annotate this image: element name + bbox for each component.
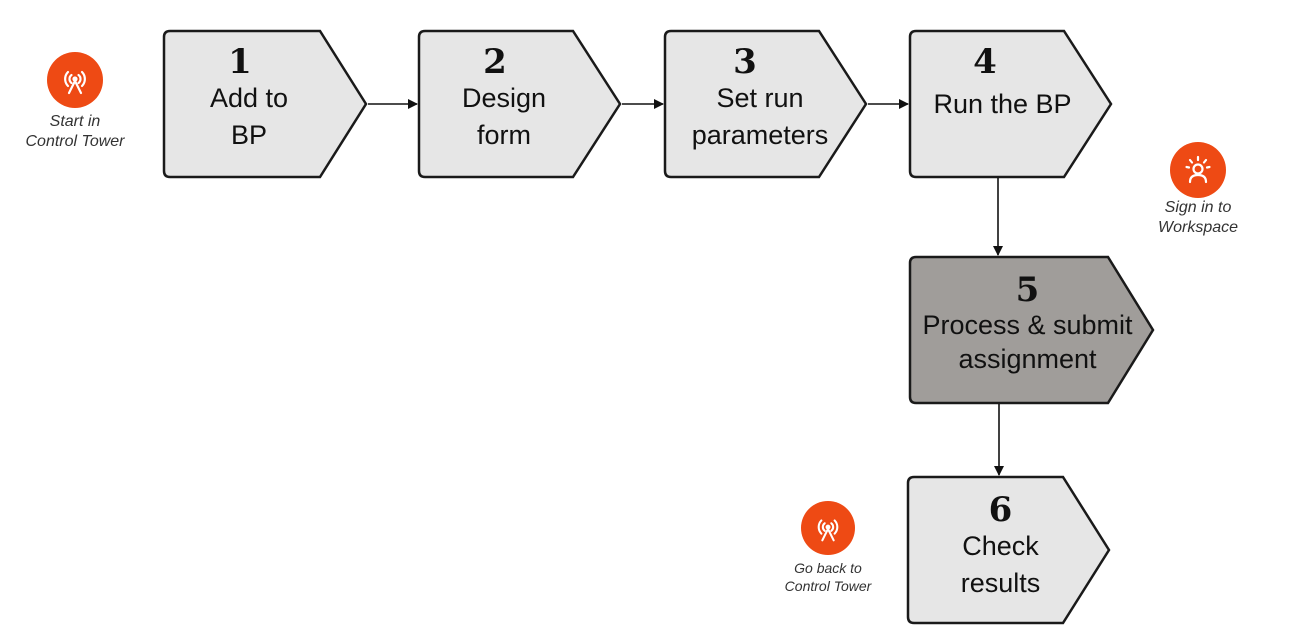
step-1: 1 Add to BP xyxy=(164,44,334,154)
step-4-number: 4 xyxy=(973,42,997,82)
control-tower-icon xyxy=(801,501,855,555)
step-5-shape xyxy=(908,255,1155,405)
step-6: 6 Check results xyxy=(908,492,1093,602)
step-2-shape xyxy=(417,29,622,179)
sign-in-workspace-note: Sign in to Workspace xyxy=(1133,142,1263,238)
step-2-number: 2 xyxy=(483,42,507,82)
step-5: 5 Process & submit assignment xyxy=(910,272,1145,376)
step-2-label: Design form xyxy=(461,83,547,150)
workspace-user-icon xyxy=(1170,142,1226,198)
step-1-shape xyxy=(162,29,368,179)
step-1-label: Add to BP xyxy=(209,83,289,150)
step-4: 4 Run the BP xyxy=(910,44,1095,123)
start-control-tower-note: Start in Control Tower xyxy=(10,52,140,152)
step-6-shape xyxy=(906,475,1111,625)
step-5-number: 5 xyxy=(1015,270,1040,310)
start-caption: Start in Control Tower xyxy=(25,113,125,150)
step-3-shape xyxy=(663,29,868,179)
go-back-caption: Go back to Control Tower xyxy=(784,560,872,594)
step-3: 3 Set run parameters xyxy=(665,44,855,154)
step-6-number: 6 xyxy=(988,490,1013,530)
control-tower-icon xyxy=(47,52,103,108)
step-2: 2 Design form xyxy=(419,44,589,154)
step-3-number: 3 xyxy=(733,42,757,82)
step-1-number: 1 xyxy=(228,42,252,82)
back-control-tower-note: Go back to Control Tower xyxy=(768,501,888,595)
step-4-shape xyxy=(908,29,1113,179)
step-6-label: Check results xyxy=(960,531,1041,598)
workspace-caption: Sign in to Workspace xyxy=(1157,199,1239,236)
step-4-label: Run the BP xyxy=(933,89,1072,119)
step-5-label: Process & submit assignment xyxy=(922,310,1133,374)
step-3-label: Set run parameters xyxy=(691,83,829,150)
